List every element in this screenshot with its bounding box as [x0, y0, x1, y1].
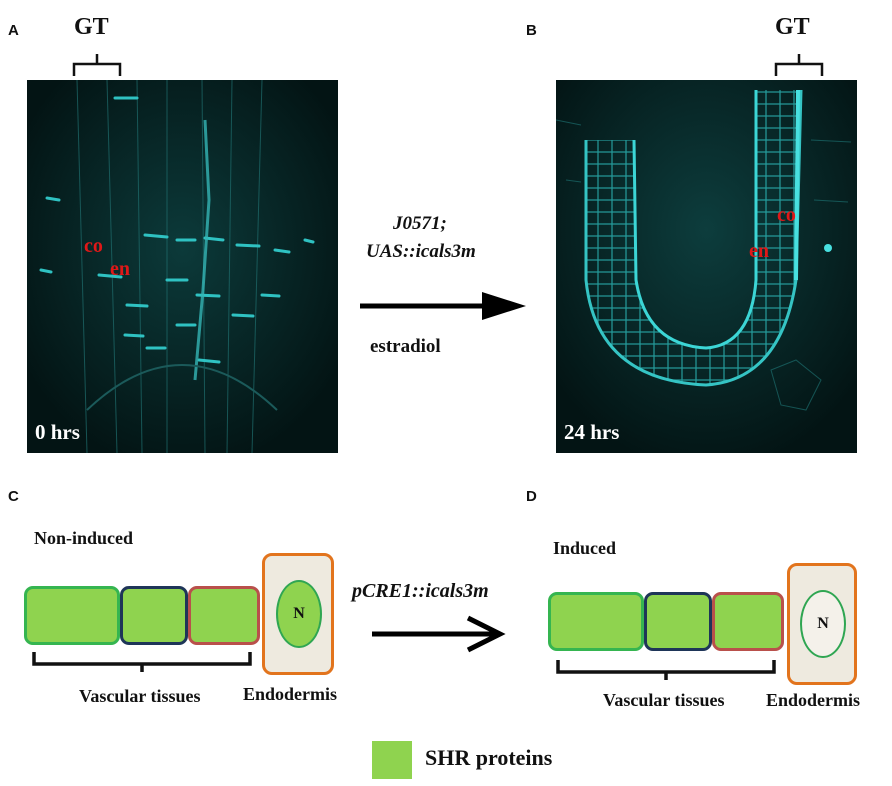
panel-a-micrograph: co en 0 hrs — [27, 80, 338, 453]
panel-d-vascular-cell-3 — [712, 592, 784, 651]
panel-b-root-image — [556, 80, 857, 453]
panel-b-gt-bracket — [774, 54, 824, 76]
panel-c-vascular-cell-1 — [24, 586, 120, 645]
top-arrow-icon — [360, 292, 526, 320]
panel-a-gt-bracket — [72, 54, 122, 76]
panel-d-nucleus: N — [800, 590, 846, 658]
panel-c-vascular-cell-3 — [188, 586, 260, 645]
panel-c-letter: C — [8, 488, 19, 505]
panel-b-micrograph: co en 24 hrs — [556, 80, 857, 453]
panel-d-letter: D — [526, 488, 537, 505]
panel-c-endodermis-cell: N — [262, 553, 334, 675]
panel-d-endodermis-cell: N — [787, 563, 857, 685]
bottom-arrow-icon — [372, 615, 506, 653]
bottom-arrow-label: pCRE1::icals3m — [352, 580, 489, 602]
legend-label: SHR proteins — [425, 745, 553, 770]
panel-c-nucleus: N — [276, 580, 322, 648]
panel-a-root-image — [27, 80, 338, 453]
panel-d-nucleus-label: N — [817, 615, 829, 632]
legend-swatch — [372, 741, 412, 779]
top-arrow-line1: J0571; — [393, 213, 447, 234]
panel-a-gt-label: GT — [74, 14, 109, 40]
panel-c-nucleus-label: N — [293, 605, 305, 622]
panel-b-co-label: co — [777, 204, 796, 226]
panel-b-letter: B — [526, 22, 537, 39]
panel-c-vascular-label: Vascular tissues — [79, 686, 201, 706]
panel-c-endodermis-label: Endodermis — [243, 684, 338, 704]
panel-d-vascular-bracket — [556, 660, 776, 680]
panel-d-vascular-label: Vascular tissues — [603, 690, 725, 710]
panel-a-letter: A — [8, 22, 19, 39]
panel-d-vascular-cell-1 — [548, 592, 644, 651]
panel-a-co-label: co — [84, 235, 103, 257]
panel-b-time-label: 24 hrs — [564, 420, 620, 444]
panel-b-en-label: en — [749, 240, 769, 262]
panel-c-vascular-cell-2 — [120, 586, 188, 645]
panel-b-gt-label: GT — [775, 14, 810, 40]
panel-a-en-label: en — [110, 258, 130, 280]
panel-d-endodermis-label: Endodermis — [766, 690, 861, 710]
panel-d-state: Induced — [553, 538, 617, 558]
panel-a-time-label: 0 hrs — [35, 420, 80, 444]
panel-c-state: Non-induced — [34, 528, 134, 548]
top-arrow-estradiol: estradiol — [370, 336, 441, 357]
panel-d-vascular-cell-2 — [644, 592, 712, 651]
top-arrow-line2: UAS::icals3m — [366, 241, 476, 262]
panel-c-vascular-bracket — [32, 652, 252, 672]
